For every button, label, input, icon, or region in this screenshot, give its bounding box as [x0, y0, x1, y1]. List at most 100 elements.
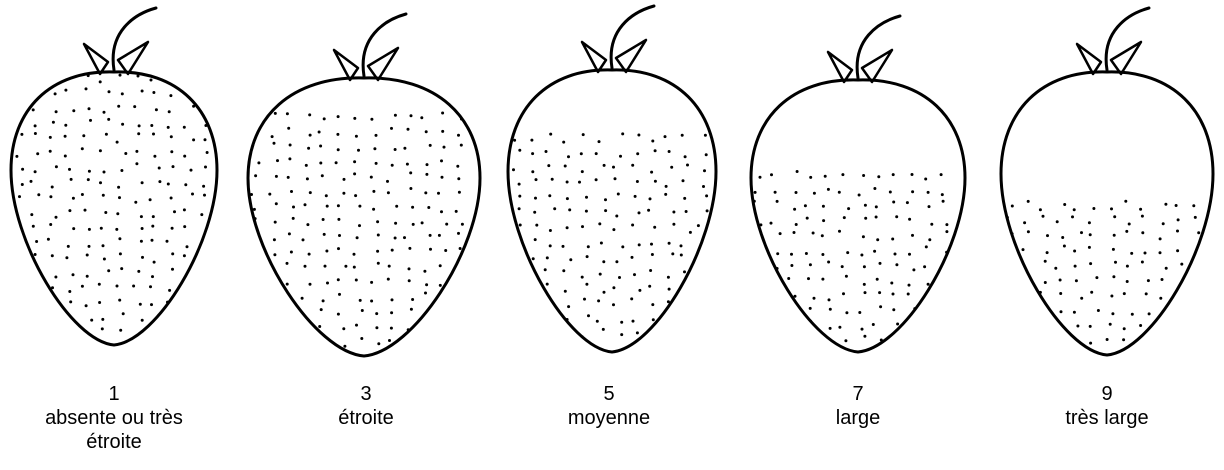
achene-dot: [562, 245, 565, 248]
achene-dot: [81, 193, 84, 196]
achene-dot: [847, 207, 850, 210]
achene-dot: [55, 110, 58, 113]
strawberry-9: [1001, 8, 1213, 355]
achene-dot: [202, 89, 205, 92]
achene-dot: [1106, 338, 1109, 341]
achene-dot: [355, 324, 358, 327]
achene-dot: [256, 262, 259, 265]
achene-dot: [809, 263, 812, 266]
achene-dot: [376, 220, 379, 223]
achene-dot: [535, 178, 538, 181]
achene-dot: [47, 238, 50, 241]
achene-dot: [545, 303, 548, 306]
achene-dot: [892, 293, 895, 296]
achene-dot: [862, 174, 865, 177]
achene-dot: [18, 230, 21, 233]
achene-dots: [13, 73, 212, 338]
achene-dot: [457, 177, 460, 180]
achene-dot: [875, 216, 878, 219]
achene-dot: [649, 197, 652, 200]
achene-dot: [105, 133, 108, 136]
achene-dot: [706, 336, 709, 339]
achene-dot: [581, 225, 584, 228]
achene-dot: [84, 209, 87, 212]
achene-dot: [566, 181, 569, 184]
achene-dot: [412, 223, 415, 226]
achene-dot: [620, 321, 623, 324]
achene-dot: [1196, 290, 1199, 293]
achene-dot: [377, 342, 380, 345]
achene-dot: [16, 334, 19, 337]
achene-dot: [88, 228, 91, 231]
achene-dot: [117, 186, 120, 189]
achene-dot: [342, 327, 345, 330]
achene-dot: [49, 195, 52, 198]
description-7: large: [748, 406, 968, 430]
achene-dot: [134, 201, 137, 204]
achene-dot: [596, 320, 599, 323]
achene-dot: [102, 244, 105, 247]
achene-dot: [167, 126, 170, 129]
achene-dot: [409, 187, 412, 190]
achene-dot: [876, 238, 879, 241]
achene-dot: [323, 233, 326, 236]
achene-dot: [845, 275, 848, 278]
achene-dot: [456, 165, 459, 168]
achene-dot: [566, 197, 569, 200]
achene-dot: [1124, 200, 1127, 203]
achene-dot: [172, 165, 175, 168]
achene-dot: [326, 282, 329, 285]
achene-dot: [206, 151, 209, 154]
achene-dot: [1147, 279, 1150, 282]
label-3: 3 étroite: [256, 382, 476, 430]
achene-dot: [288, 232, 291, 235]
achene-dot: [87, 178, 90, 181]
achene-dot: [878, 291, 881, 294]
achene-dot: [651, 140, 654, 143]
achene-dot: [890, 282, 893, 285]
achene-dot: [403, 147, 406, 150]
achene-dot: [1005, 308, 1008, 311]
achene-dot: [633, 273, 636, 276]
achene-dot: [253, 208, 256, 211]
achene-dot: [567, 155, 570, 158]
strawberry-1: [11, 8, 217, 345]
achene-dot: [394, 237, 397, 240]
achene-dot: [141, 256, 144, 259]
achene-dot: [290, 251, 293, 254]
achene-dot: [1044, 281, 1047, 284]
achene-dot: [275, 175, 278, 178]
achene-dot: [668, 150, 671, 153]
achene-dot: [1164, 203, 1167, 206]
achene-dot: [169, 94, 172, 97]
achene-dot: [439, 284, 442, 287]
achene-dot: [135, 162, 138, 165]
achene-dot: [770, 279, 773, 282]
achene-dot: [457, 232, 460, 235]
achene-dot: [32, 225, 35, 228]
achene-dot: [98, 301, 101, 304]
achene-dot: [205, 330, 208, 333]
achene-dot: [1141, 231, 1144, 234]
achene-dot: [118, 299, 121, 302]
achene-dot: [140, 240, 143, 243]
score-7: 7: [748, 382, 968, 406]
achene-dot: [308, 113, 311, 116]
achene-dot: [603, 291, 606, 294]
achene-dot: [337, 218, 340, 221]
achene-dot: [665, 185, 668, 188]
achene-dot: [207, 242, 210, 245]
achene-dot: [776, 200, 779, 203]
achene-dot: [344, 265, 347, 268]
achene-dot: [81, 285, 84, 288]
achene-dot: [439, 264, 442, 267]
achene-dot: [68, 290, 71, 293]
achene-dot: [192, 138, 195, 141]
achene-dot: [21, 183, 24, 186]
achene-dot: [64, 124, 67, 127]
achene-dot: [20, 133, 23, 136]
achene-dot: [54, 92, 57, 95]
achene-dot: [1110, 207, 1113, 210]
achene-dot: [562, 269, 565, 272]
achene-dot: [631, 164, 634, 167]
